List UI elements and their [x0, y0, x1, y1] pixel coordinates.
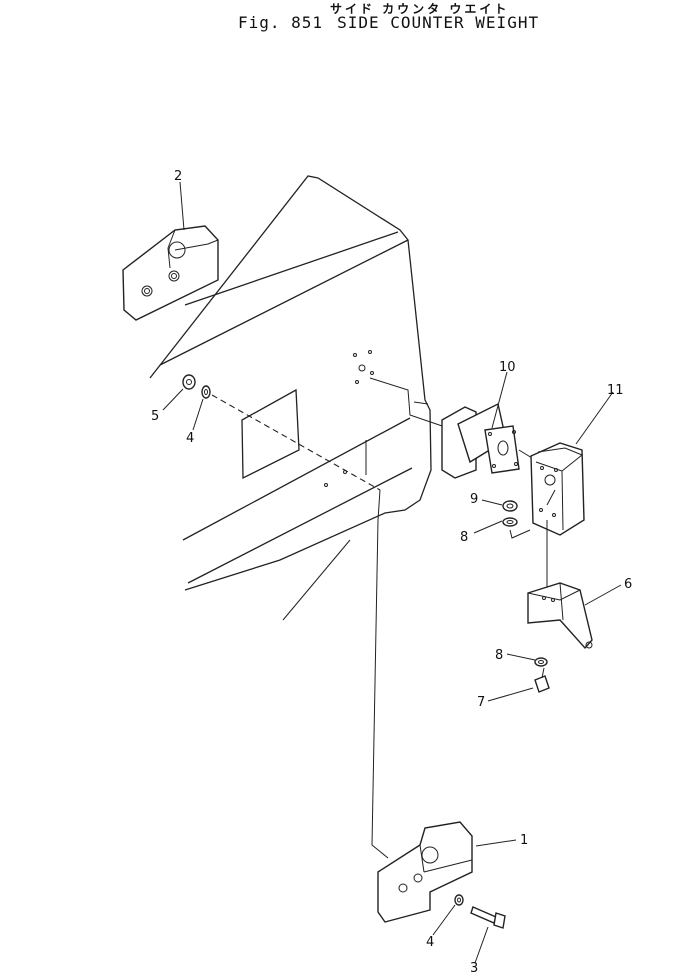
- japanese-title: サイド カウンタ ウエイト: [330, 2, 510, 16]
- callout-5: 5: [151, 409, 159, 424]
- callout-10: 10: [499, 360, 516, 375]
- callout-6: 6: [624, 577, 632, 592]
- nut-5: [182, 374, 196, 390]
- callout-4-lower: 4: [426, 935, 434, 950]
- washer-8-upper: [502, 517, 518, 527]
- spacer-tube-10: [441, 402, 533, 479]
- machine-body: [149, 175, 449, 621]
- callout-8-lower: 8: [495, 648, 503, 663]
- counterweight-upper: [122, 225, 219, 321]
- mounting-bracket-6: [527, 582, 593, 650]
- callout-1: 1: [520, 833, 528, 848]
- figure-number: Fig. 851: [238, 13, 324, 32]
- assembly-line-lower: [371, 489, 389, 859]
- callout-9: 9: [470, 492, 478, 507]
- bolt-3: [470, 906, 506, 929]
- washer-8-lower: [534, 657, 548, 667]
- callout-8-upper: 8: [460, 530, 468, 545]
- washer-4-lower: [454, 894, 464, 906]
- bracket-box-11: [530, 442, 585, 590]
- assembly-line-upper: [211, 394, 381, 491]
- callout-7: 7: [477, 695, 485, 710]
- figure-title: SIDE COUNTER WEIGHT: [337, 13, 540, 32]
- callout-3: 3: [470, 961, 478, 974]
- nut-9: [502, 500, 518, 512]
- bolt-7: [534, 667, 550, 693]
- callout-4-upper: 4: [186, 431, 194, 446]
- leader-lines: [162, 181, 622, 964]
- callout-2: 2: [174, 169, 182, 184]
- leader-8-upper-bracket: [509, 529, 531, 539]
- counterweight-lower: [377, 821, 473, 923]
- figure-title-line: Fig. 851 SIDE COUNTER WEIGHT: [238, 13, 553, 32]
- figure-header: サイド カウンタ ウエイト Fig. 851 SIDE COUNTER WEIGH…: [0, 0, 698, 40]
- washer-4-upper: [201, 385, 211, 399]
- callout-11: 11: [607, 383, 624, 398]
